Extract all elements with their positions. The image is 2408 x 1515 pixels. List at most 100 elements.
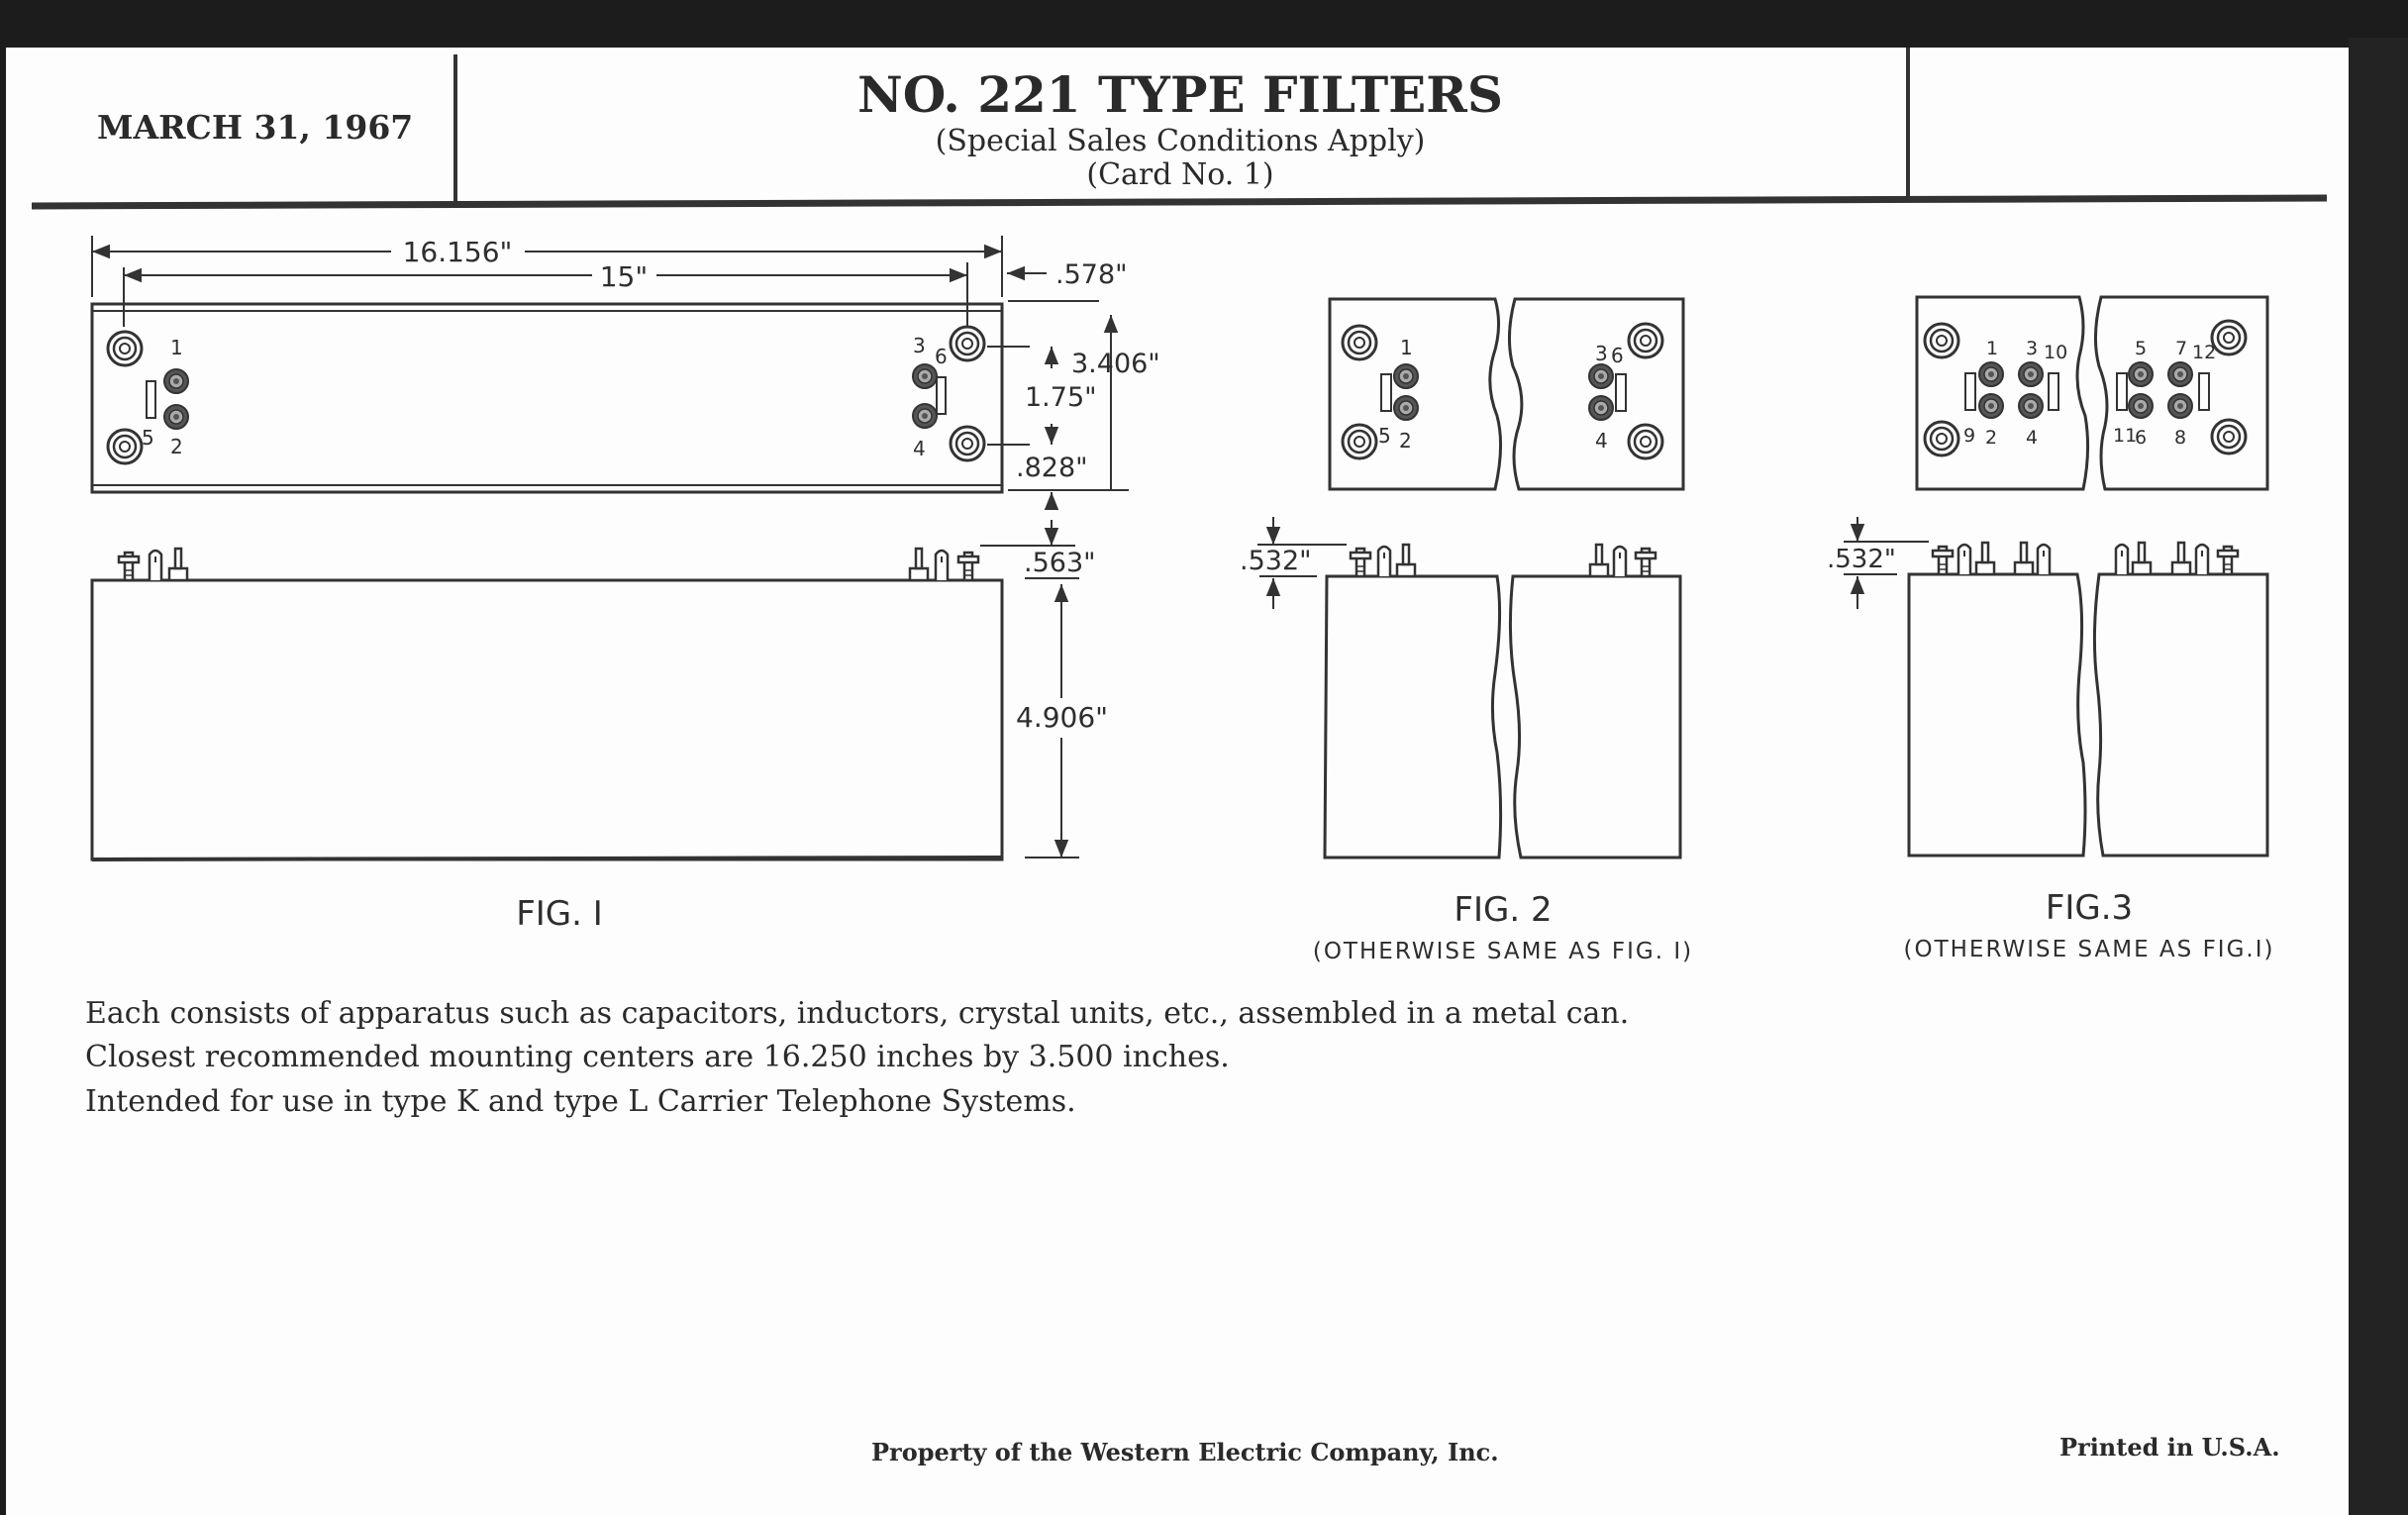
- fig3-caption: FIG.3: [2046, 888, 2133, 928]
- fig2-caption: FIG. 2: [1454, 890, 1552, 930]
- terminal-icon: [2167, 393, 2193, 419]
- terminal-lug-icon: [1956, 543, 1972, 576]
- terminal-icon: [1978, 393, 2004, 419]
- mounting-nut-icon: [1923, 322, 1960, 359]
- mounting-nut-icon: [1341, 324, 1378, 361]
- dim-width: 3.406": [1071, 349, 1160, 379]
- terminal-pin-icon: [167, 547, 189, 582]
- mounting-nut-icon: [1341, 423, 1378, 460]
- header: MARCH 31, 1967 NO. 221 TYPE FILTERS (Spe…: [31, 48, 2328, 210]
- terminal-lug-icon: [2114, 543, 2130, 576]
- terminal-icon: [1978, 361, 2004, 387]
- dim-edge-offset: .828": [1016, 453, 1088, 483]
- terminal-icon: [1588, 363, 1614, 389]
- terminal-icon: [912, 403, 938, 429]
- terminal-label: 12: [2192, 342, 2216, 363]
- terminal-label: 11: [2113, 425, 2137, 447]
- terminal-icon: [1588, 395, 1614, 421]
- footer: Property of the Western Electric Company…: [871, 1433, 2280, 1466]
- terminal-icon: [1393, 395, 1419, 421]
- terminal-label: 2: [1399, 429, 1412, 453]
- description: Each consists of apparatus such as capac…: [85, 996, 1629, 1119]
- fig1-caption: FIG. I: [516, 894, 603, 934]
- terminal-bolt-icon: [956, 551, 980, 582]
- terminal-label: 1: [1986, 338, 1998, 359]
- figure-1: 16.156" 15" .578" 1 5 2 3 6 4 3.406": [90, 236, 1160, 934]
- fig3-dim-terminal-height: .532": [1827, 545, 1896, 574]
- footer-property: Property of the Western Electric Company…: [871, 1438, 1499, 1466]
- mounting-nut-icon: [1923, 420, 1960, 457]
- terminal-lug-icon: [1612, 545, 1628, 578]
- dim-terminal-spacing: 1.75": [1025, 382, 1097, 413]
- terminal-label: 1: [1400, 336, 1413, 359]
- terminal-lug-icon: [1376, 545, 1392, 578]
- mounting-nut-icon: [106, 330, 144, 367]
- terminal-lug-icon: [2036, 543, 2052, 576]
- description-line: Intended for use in type K and type L Ca…: [85, 1084, 1076, 1119]
- terminal-pin-icon: [2170, 541, 2192, 576]
- fig3-note: (OTHERWISE SAME AS FIG.I): [1904, 937, 2275, 962]
- dim-end-offset: .578": [1055, 259, 1128, 290]
- terminal-label: 7: [2175, 338, 2187, 359]
- figure-2: 1 5 2 3 6 4 .532" FIG. 2 (OTHERWISE SAME…: [1240, 297, 1693, 964]
- page-title: NO. 221 TYPE FILTERS: [857, 65, 1503, 124]
- header-rule: [31, 194, 2328, 210]
- terminal-label: 6: [1611, 344, 1624, 367]
- fig2-dim-terminal-height: .532": [1240, 546, 1312, 576]
- terminal-icon: [163, 404, 189, 430]
- terminal-bolt-icon: [1349, 547, 1372, 578]
- mounting-nut-icon: [1627, 423, 1664, 460]
- terminal-bolt-icon: [2216, 545, 2240, 576]
- terminal-bolt-icon: [1634, 547, 1657, 578]
- terminal-label: 9: [1963, 425, 1975, 447]
- scan-border: [2349, 38, 2408, 1515]
- terminal-label: 8: [2174, 427, 2186, 449]
- terminal-label: 3: [913, 334, 926, 357]
- mounting-nut-icon: [2210, 418, 2248, 455]
- mounting-nut-icon: [106, 428, 144, 465]
- terminal-label: 5: [2135, 338, 2147, 359]
- terminal-icon: [912, 363, 938, 389]
- terminal-label: 2: [170, 435, 183, 458]
- terminal-label: 6: [935, 345, 948, 368]
- footer-printed: Printed in U.S.A.: [2059, 1433, 2280, 1462]
- mounting-nut-icon: [1627, 322, 1664, 359]
- dim-overall-length: 16.156": [403, 236, 513, 268]
- terminal-label: 4: [1595, 429, 1608, 453]
- dim-mounting-length: 15": [600, 260, 649, 293]
- fig2-note: (OTHERWISE SAME AS FIG. I): [1313, 939, 1693, 964]
- description-line: Closest recommended mounting centers are…: [85, 1040, 1230, 1074]
- terminal-lug-icon: [148, 549, 163, 582]
- terminal-icon: [2018, 393, 2044, 419]
- terminal-label: 5: [142, 426, 154, 450]
- terminal-label: 5: [1378, 424, 1391, 448]
- terminal-label: 4: [2026, 427, 2038, 449]
- mounting-nut-icon: [949, 325, 986, 362]
- catalog-card: [6, 48, 2349, 1515]
- terminal-pin-icon: [1974, 541, 1996, 576]
- terminal-lug-icon: [2194, 543, 2210, 576]
- mounting-nut-icon: [949, 425, 986, 462]
- terminal-label: 3: [1595, 342, 1608, 365]
- terminal-label: 3: [2026, 338, 2038, 359]
- description-line: Each consists of apparatus such as capac…: [85, 996, 1629, 1031]
- dim-can-height: 4.906": [1016, 701, 1108, 734]
- terminal-pin-icon: [1395, 543, 1417, 578]
- figure-3: 1 3 10 9 2 4 5 7 12 11 6 8 .532" FIG.3 (…: [1827, 295, 2275, 962]
- dim-terminal-height: .563": [1024, 548, 1096, 578]
- terminal-label: 2: [1985, 427, 1997, 449]
- terminal-label: 6: [2135, 427, 2147, 449]
- header-date: MARCH 31, 1967: [97, 108, 413, 147]
- page-subtitle: (Special Sales Conditions Apply): [936, 124, 1426, 158]
- terminal-label: 1: [170, 336, 183, 359]
- terminal-pin-icon: [2013, 541, 2035, 576]
- terminal-icon: [2018, 361, 2044, 387]
- polarity-slot: [146, 380, 156, 419]
- terminal-lug-icon: [934, 549, 950, 582]
- terminal-icon: [2128, 393, 2154, 419]
- terminal-icon: [163, 368, 189, 394]
- terminal-bolt-icon: [1931, 545, 1955, 576]
- polarity-slot: [936, 376, 947, 415]
- terminal-pin-icon: [2131, 541, 2153, 576]
